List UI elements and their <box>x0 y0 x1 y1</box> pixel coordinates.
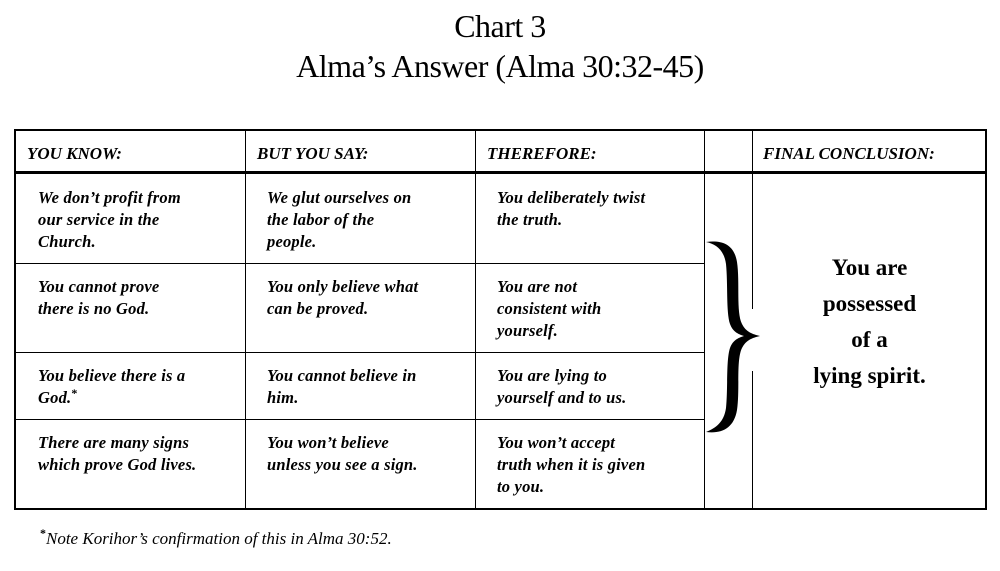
text-line: the truth. <box>497 210 563 229</box>
text-line: You deliberately twist <box>497 188 646 207</box>
text-line: truth when it is given <box>497 455 646 474</box>
row-3-but-you-say: You cannot believe in him. <box>267 365 417 409</box>
text-line: Church. <box>38 232 96 251</box>
row-2-therefore: You are not consistent with yourself. <box>497 276 601 342</box>
row-1-you-know: We don’t profit from our service in the … <box>38 187 181 253</box>
text-line: the labor of the <box>267 210 375 229</box>
column-divider <box>704 129 705 510</box>
text-line: We don’t profit from <box>38 188 181 207</box>
text-line: people. <box>267 232 317 251</box>
text-line: there is no God. <box>38 299 150 318</box>
text-line: God. <box>38 388 72 407</box>
text-line: yourself. <box>497 321 558 340</box>
argument-table <box>14 129 987 510</box>
chart-number-title: Chart 3 <box>454 8 546 44</box>
row-divider <box>14 419 705 420</box>
chart-subtitle: Alma’s Answer (Alma 30:32-45) <box>296 48 704 84</box>
text-line: yourself and to us. <box>497 388 627 407</box>
text-line: You believe there is a <box>38 366 186 385</box>
text-line: our service in the <box>38 210 160 229</box>
text-line: which prove God lives. <box>38 455 197 474</box>
text-line: of a <box>851 327 888 352</box>
column-divider <box>475 129 476 510</box>
footnote: *Note Korihor’s confirmation of this in … <box>40 526 392 552</box>
text-line: We glut ourselves on <box>267 188 412 207</box>
footnote-marker: * <box>40 526 46 540</box>
text-line: You are not <box>497 277 578 296</box>
row-1-but-you-say: We glut ourselves on the labor of the pe… <box>267 187 411 253</box>
footnote-marker: * <box>71 386 78 400</box>
header-final-conclusion: FINAL CONCLUSION: <box>763 144 935 163</box>
row-3-therefore: You are lying to yourself and to us. <box>497 365 626 409</box>
row-4-therefore: You won’t accept truth when it is given … <box>497 432 645 498</box>
text-line: possessed <box>822 291 917 316</box>
footnote-text: Note Korihor’s confirmation of this in A… <box>46 529 392 548</box>
text-line: You are <box>831 255 908 280</box>
column-divider <box>752 371 753 510</box>
text-line: You only believe what <box>267 277 419 296</box>
header-you-know: YOU KNOW: <box>27 144 122 163</box>
header-divider <box>14 171 987 174</box>
row-divider <box>14 352 705 353</box>
row-4-you-know: There are many signs which prove God liv… <box>38 432 196 476</box>
text-line: can be proved. <box>267 299 369 318</box>
text-line: You cannot believe in <box>267 366 417 385</box>
row-2-but-you-say: You only believe what can be proved. <box>267 276 418 320</box>
text-line: consistent with <box>497 299 602 318</box>
row-3-you-know: You believe there is a God.* <box>38 365 185 410</box>
column-divider <box>752 129 753 309</box>
text-line: You won’t believe <box>267 433 389 452</box>
row-4-but-you-say: You won’t believe unless you see a sign. <box>267 432 418 476</box>
text-line: lying spirit. <box>813 363 926 388</box>
text-line: unless you see a sign. <box>267 455 418 474</box>
text-line: You won’t accept <box>497 433 616 452</box>
text-line: You are lying to <box>497 366 607 385</box>
text-line: him. <box>267 388 299 407</box>
final-conclusion-text: You are possessed of a lying spirit. <box>754 250 985 394</box>
text-line: to you. <box>497 477 545 496</box>
row-2-you-know: You cannot prove there is no God. <box>38 276 159 320</box>
header-therefore: THEREFORE: <box>487 144 597 163</box>
text-line: You cannot prove <box>38 277 160 296</box>
column-divider <box>245 129 246 510</box>
right-curly-brace-icon <box>706 241 760 433</box>
text-line: There are many signs <box>38 433 190 452</box>
header-but-you-say: BUT YOU SAY: <box>257 144 369 163</box>
row-1-therefore: You deliberately twist the truth. <box>497 187 645 231</box>
row-divider <box>14 263 705 264</box>
